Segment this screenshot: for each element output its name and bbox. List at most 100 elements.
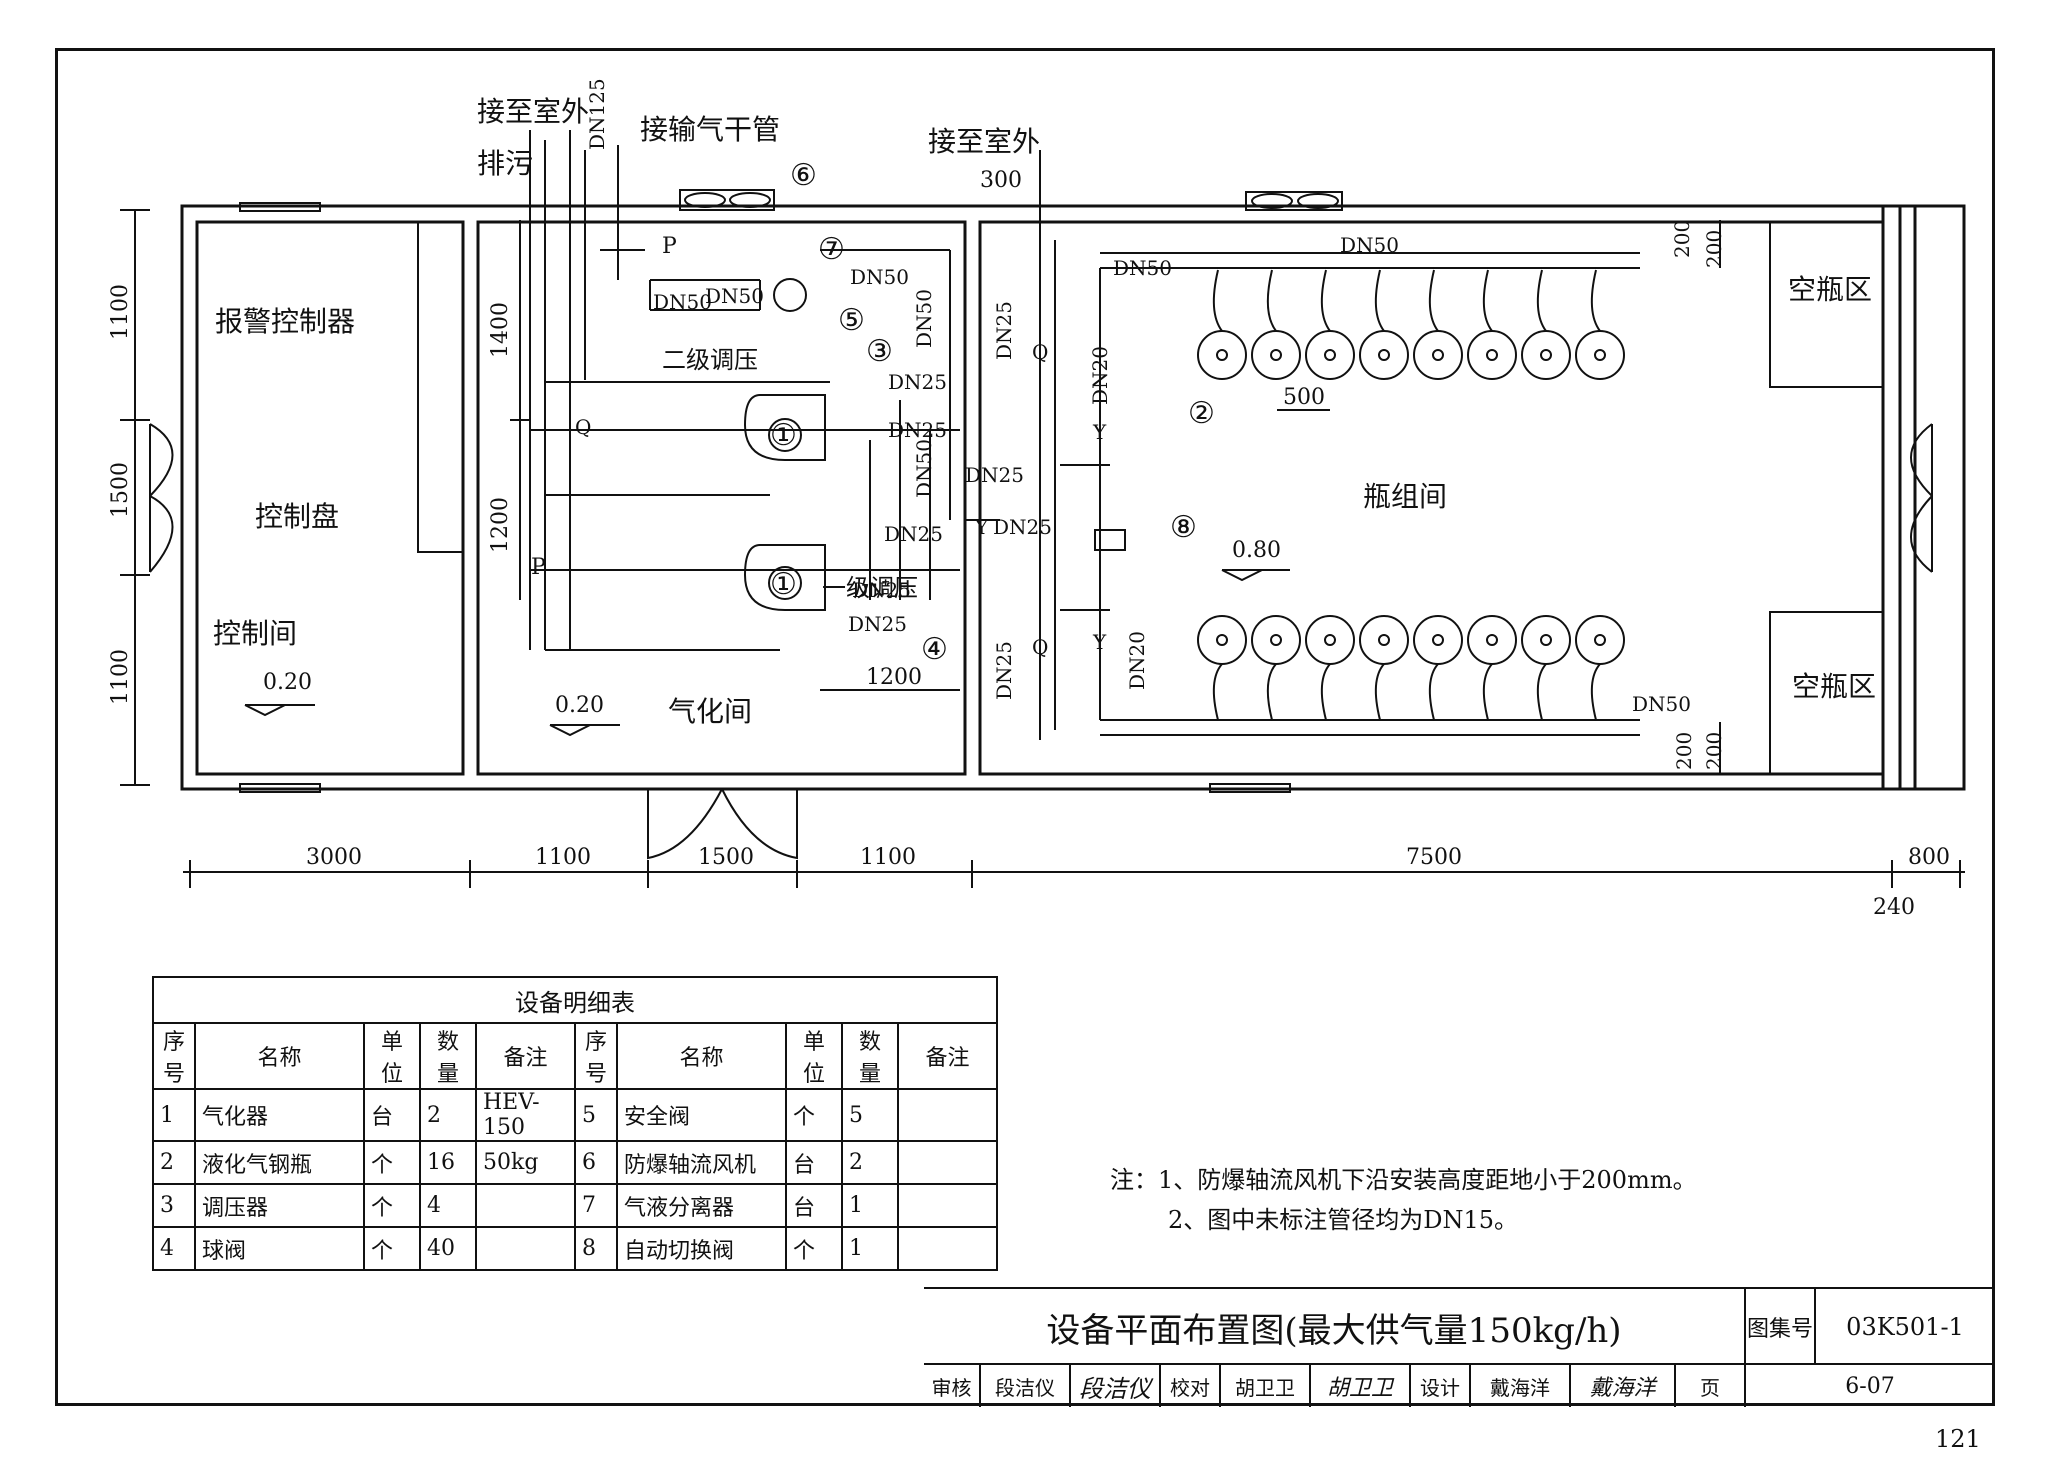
- callout-8: ⑧: [1170, 510, 1197, 545]
- gasification-room-wall: [476, 220, 967, 776]
- room-empty-bottom: 空瓶区: [1792, 670, 1877, 703]
- cylinder-valve: [1594, 349, 1606, 361]
- label-sewage: 排污: [477, 147, 534, 180]
- pipe-dn25: DN25: [992, 301, 1016, 360]
- design-label: 设计: [1409, 1365, 1469, 1407]
- pipe-dn25: DN25: [884, 522, 943, 546]
- notes: 注：1、防爆轴流风机下沿安装高度距地小于200mm。 2、图中未标注管径均为DN…: [1110, 1160, 1697, 1240]
- dim-1400: 1400: [488, 302, 513, 358]
- pipe-letter: Q: [1032, 635, 1049, 659]
- reviewer-name: 段洁仪: [979, 1365, 1069, 1407]
- cylinder-valve: [1540, 634, 1552, 646]
- lpg-cylinder: [1359, 615, 1409, 665]
- auto-changeover-valve: [1094, 529, 1126, 551]
- table-cell: 2: [152, 1140, 196, 1185]
- lpg-cylinder: [1251, 615, 1301, 665]
- building-outer-wall: [180, 204, 1966, 791]
- window: [239, 202, 321, 212]
- table-cell: 7: [574, 1183, 618, 1228]
- label-alarm-controller: 报警控制器: [215, 305, 356, 338]
- dim-1100: 1100: [108, 649, 133, 705]
- cylinder-valve: [1378, 634, 1390, 646]
- cylinder-hose: [1266, 663, 1277, 721]
- checker-signature: 胡卫卫: [1309, 1365, 1409, 1407]
- dim-800: 800: [1908, 845, 1950, 870]
- pipe-dn25: DN25: [992, 641, 1016, 700]
- cylinder-valve: [1216, 634, 1228, 646]
- table-header: 名称: [616, 1022, 787, 1090]
- dim-3000: 3000: [306, 845, 362, 870]
- pipe-dn50: DN50: [653, 290, 712, 314]
- table-cell: 50kg: [475, 1140, 576, 1185]
- table-cell: HEV-150: [475, 1088, 576, 1142]
- atlas-label: 图集号: [1744, 1289, 1814, 1365]
- table-cell: [897, 1226, 998, 1271]
- cylinder-valve: [1432, 349, 1444, 361]
- lpg-cylinder: [1305, 615, 1355, 665]
- dim-200: 200: [1670, 219, 1694, 258]
- pipe-dn25: DN25: [848, 612, 907, 636]
- lpg-cylinder: [1575, 615, 1625, 665]
- table-cell: 3: [152, 1183, 196, 1228]
- table-cell: 个: [363, 1226, 421, 1271]
- lpg-cylinder: [1521, 615, 1571, 665]
- pipe-dn50: DN50: [705, 284, 764, 308]
- cylinder-hose: [1428, 663, 1439, 721]
- table-cell: [475, 1226, 576, 1271]
- check-label: 校对: [1159, 1365, 1219, 1407]
- table-header-row: 序号 名称 单位 数量 备注 序号 名称 单位 数量 备注: [152, 1022, 998, 1090]
- table-cell: 4: [152, 1226, 196, 1271]
- window: [239, 783, 321, 793]
- cylinder-hose: [1374, 663, 1385, 721]
- table-cell: [475, 1183, 576, 1228]
- table-cell: 气液分离器: [616, 1183, 787, 1228]
- label-secondary-regulation: 二级调压: [662, 346, 758, 374]
- lpg-cylinder: [1197, 615, 1247, 665]
- label-to-outdoor-2: 接至室外: [928, 125, 1041, 158]
- pipe-dn125: DN125: [585, 78, 609, 150]
- checker-name: 胡卫卫: [1219, 1365, 1309, 1407]
- pipe-dn25: DN25: [888, 370, 947, 394]
- label-primary-regulation: 一级调压: [822, 574, 918, 602]
- cylinder-valve: [1270, 349, 1282, 361]
- dim-7500: 7500: [1406, 845, 1462, 870]
- table-header: 名称: [194, 1022, 365, 1090]
- pipe-dn25: DN25: [965, 463, 1024, 487]
- lpg-cylinder: [1413, 615, 1463, 665]
- dim-200: 200: [1702, 229, 1726, 268]
- room-gasification: 气化间: [668, 695, 753, 728]
- note-1: 注：1、防爆轴流风机下沿安装高度距地小于200mm。: [1110, 1166, 1697, 1194]
- table-header: 序号: [152, 1022, 196, 1090]
- pipe-dn50: DN50: [912, 289, 936, 348]
- table-cell: 5: [574, 1088, 618, 1142]
- table-row: 1 气化器 台 2 HEV-150 5 安全阀 个 5: [152, 1088, 998, 1142]
- table-header: 单位: [363, 1022, 421, 1090]
- lpg-cylinder: [1251, 330, 1301, 380]
- table-cell: 5: [841, 1088, 899, 1142]
- table-cell: 1: [152, 1088, 196, 1142]
- table-cell: 球阀: [194, 1226, 365, 1271]
- cylinder-hose: [1536, 269, 1547, 332]
- cylinder-hose: [1590, 269, 1601, 332]
- pipe-letter: P: [662, 234, 677, 259]
- door-left: [149, 423, 174, 573]
- label-to-outdoor-1: 接至室外: [477, 95, 590, 128]
- pipe-dn20: DN20: [1088, 346, 1112, 405]
- sheet-number: 6-07: [1744, 1365, 1994, 1407]
- lpg-cylinder: [1521, 330, 1571, 380]
- dim-500: 500: [1283, 385, 1325, 410]
- table-header: 备注: [475, 1022, 576, 1090]
- table-cell: 1: [841, 1226, 899, 1271]
- equipment-table: 设备明细表 序号 名称 单位 数量 备注 序号 名称 单位 数量 备注 1 气化…: [152, 976, 998, 1271]
- door-right: [1910, 423, 1933, 573]
- dim-1100: 1100: [535, 845, 591, 870]
- cylinder-hose: [1320, 663, 1331, 721]
- callout-1b: ①: [770, 567, 797, 602]
- table-cell: 个: [363, 1140, 421, 1185]
- cylinder-hose: [1482, 663, 1493, 721]
- pipe-letter: P: [531, 555, 546, 580]
- elevation-cylinder: 0.80: [1232, 538, 1281, 563]
- lpg-cylinder: [1359, 330, 1409, 380]
- table-cell: 个: [363, 1183, 421, 1228]
- table-cell: [897, 1140, 998, 1185]
